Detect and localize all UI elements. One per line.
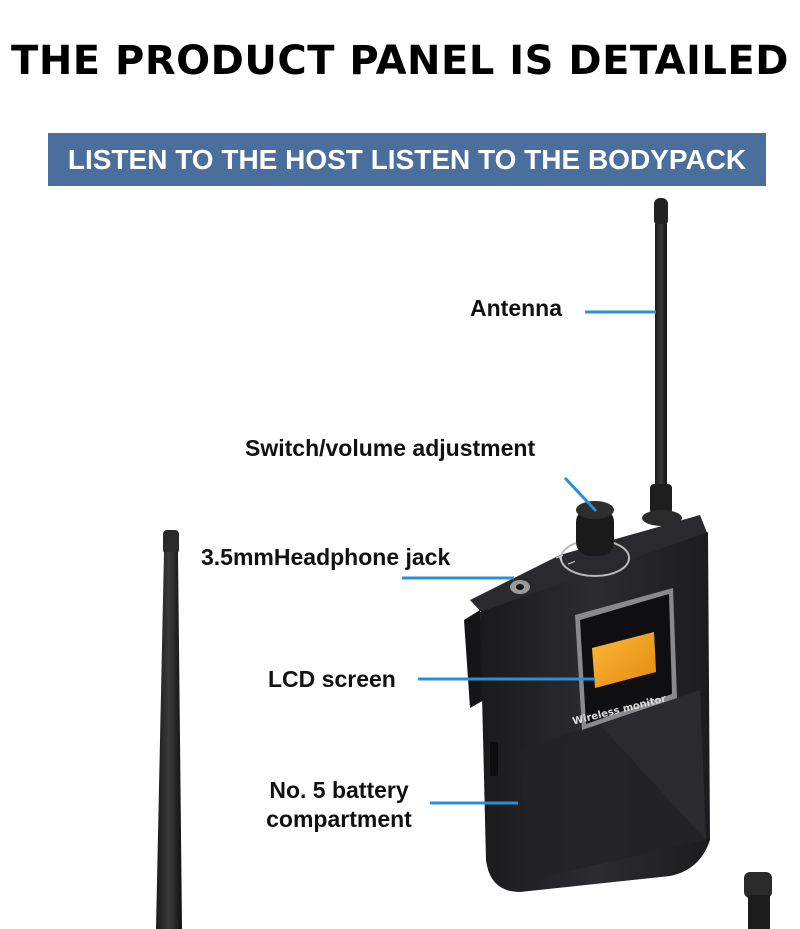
volume-knob xyxy=(576,508,614,556)
svg-text:−: − xyxy=(564,554,578,571)
antenna-label: Antenna xyxy=(470,295,562,321)
bodypack-device: Wireless monitor + − xyxy=(464,501,710,892)
battery-label-line2: compartment xyxy=(266,806,412,832)
headphone-jack-label: 3.5mmHeadphone jack xyxy=(201,544,451,570)
switch-line xyxy=(563,476,598,513)
battery-compartment-label: No. 5 battery compartment xyxy=(250,776,428,834)
spare-antenna xyxy=(156,530,182,929)
page-title: THE PRODUCT PANEL IS DETAILED xyxy=(11,38,789,84)
callout-lines xyxy=(402,310,656,805)
svg-text:+: + xyxy=(552,548,566,565)
device-antenna xyxy=(642,198,682,526)
lcd-screen-label: LCD screen xyxy=(268,666,396,692)
spare-antenna-tip xyxy=(744,872,772,929)
lcd-display xyxy=(592,632,656,688)
battery-label-line1: No. 5 battery xyxy=(269,777,409,803)
switch-volume-label: Switch/volume adjustment xyxy=(245,435,536,461)
section-banner: LISTEN TO THE HOST LISTEN TO THE BODYPAC… xyxy=(48,133,766,186)
